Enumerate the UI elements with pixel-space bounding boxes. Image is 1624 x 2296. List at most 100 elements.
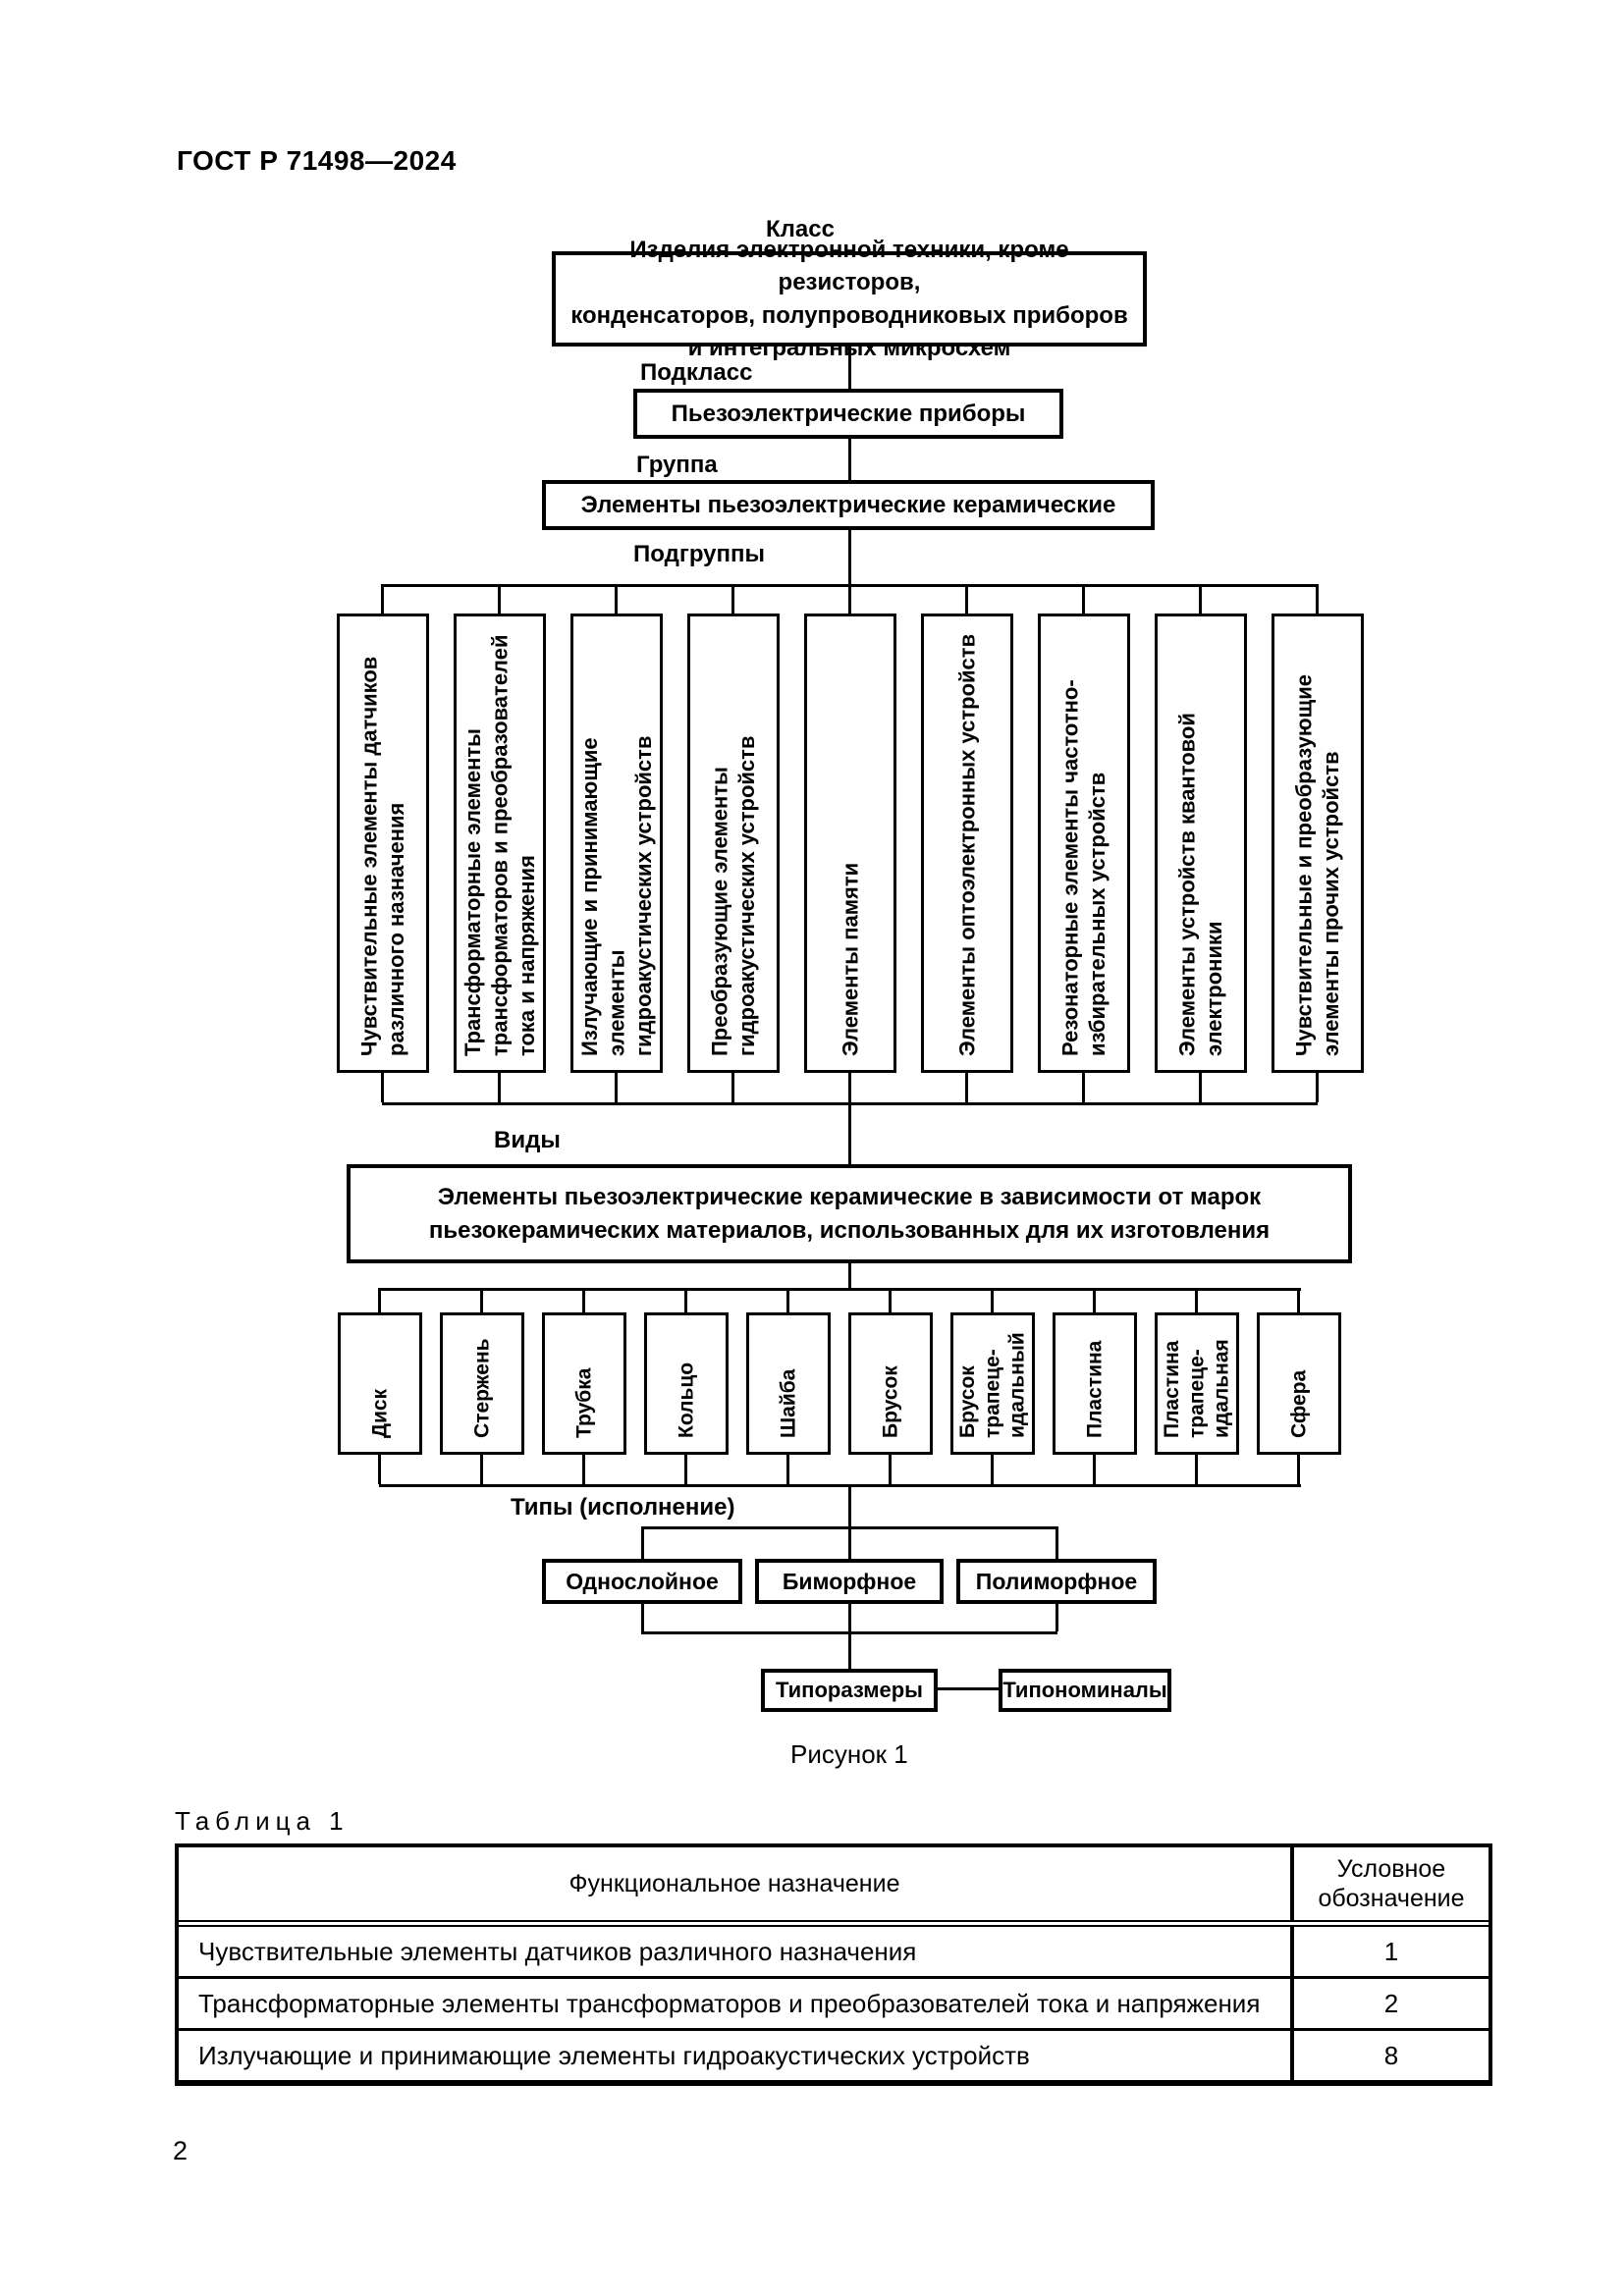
table-caption: Таблица 1: [175, 1806, 350, 1836]
connector: [641, 1526, 644, 1559]
connector: [731, 584, 734, 614]
connector: [582, 1288, 585, 1312]
shape-box: Трубка: [542, 1312, 626, 1455]
standard-number: ГОСТ Р 71498—2024: [177, 145, 457, 176]
connector: [991, 1288, 994, 1312]
subgroup-label: Преобразующие элементы гидроакустических…: [707, 735, 760, 1056]
type-box: Однослойное: [542, 1559, 742, 1604]
shape-box: Стержень: [440, 1312, 524, 1455]
connector: [889, 1288, 892, 1312]
connector: [1297, 1455, 1300, 1484]
kinds-box: Элементы пьезоэлектрические керамические…: [347, 1164, 1352, 1263]
connector: [1056, 1526, 1058, 1559]
connector: [848, 1604, 851, 1631]
shape-box: Пластина трапеце- идальная: [1155, 1312, 1239, 1455]
table-row: Чувствительные элементы датчиков различн…: [179, 1927, 1489, 1976]
table-1: Функциональное назначение Условное обозн…: [175, 1843, 1492, 2086]
shape-label: Кольцо: [675, 1362, 698, 1438]
connector: [615, 584, 618, 614]
subgroup-box: Чувствительные и преобразующие элементы …: [1272, 614, 1364, 1073]
subgroup-label: Излучающие и принимающие элементы гидроа…: [576, 735, 656, 1056]
subgroup-label: Чувствительные элементы датчиков различн…: [356, 656, 409, 1056]
connector: [381, 1073, 384, 1102]
subgroup-box: Чувствительные элементы датчиков различн…: [337, 614, 429, 1073]
subgroup-box: Преобразующие элементы гидроакустических…: [687, 614, 780, 1073]
connector: [498, 1073, 501, 1102]
connector: [1316, 1073, 1319, 1102]
types-level-label: Типы (исполнение): [511, 1494, 735, 1521]
table-header-function: Функциональное назначение: [568, 1870, 900, 1897]
connector-bus: [641, 1526, 1057, 1529]
subgroup-box: Элементы оптоэлектронных устройств: [921, 614, 1013, 1073]
shape-box: Шайба: [746, 1312, 831, 1455]
connector: [498, 584, 501, 614]
connector: [1199, 1073, 1202, 1102]
shape-label: Шайба: [777, 1368, 800, 1438]
connector: [1316, 584, 1319, 614]
connector: [684, 1455, 687, 1484]
connector: [381, 584, 384, 614]
function-cell: Чувствительные элементы датчиков различн…: [198, 1936, 917, 1966]
connector: [848, 347, 851, 389]
connector: [1093, 1455, 1096, 1484]
connector: [378, 1455, 381, 1484]
connector: [1195, 1288, 1198, 1312]
group-box: Элементы пьезоэлектрические керамические: [542, 480, 1155, 530]
shape-box: Кольцо: [644, 1312, 729, 1455]
connector-bus: [379, 1288, 1301, 1291]
connector: [582, 1455, 585, 1484]
shape-label: Стержень: [470, 1338, 494, 1438]
nominals-box: Типономиналы: [999, 1669, 1171, 1712]
connector: [786, 1455, 789, 1484]
connector: [1195, 1455, 1198, 1484]
table-header-row: Функциональное назначение Условное обозн…: [179, 1847, 1489, 1922]
subgroup-box: Излучающие и принимающие элементы гидроа…: [570, 614, 663, 1073]
sizes-box: Типоразмеры: [761, 1669, 938, 1712]
group-level-label: Группа: [636, 452, 718, 478]
table-header-code: Условное обозначение: [1290, 1847, 1489, 1920]
class-level-label: Класс: [766, 216, 835, 242]
subgroup-label: Элементы памяти: [838, 862, 863, 1056]
type-box: Полиморфное: [956, 1559, 1157, 1604]
connector: [848, 584, 851, 614]
connector-bus: [379, 1484, 1301, 1487]
connector: [641, 1604, 644, 1631]
function-cell: Излучающие и принимающие элементы гидроа…: [198, 2040, 1030, 2070]
subgroup-box: Трансформаторные элементы трансформаторо…: [454, 614, 546, 1073]
connector: [1297, 1288, 1300, 1312]
connector: [1056, 1604, 1058, 1631]
subgroup-label: Трансформаторные элементы трансформаторо…: [460, 634, 539, 1057]
subgroup-label: Элементы оптоэлектронных устройств: [954, 633, 980, 1056]
subgroup-box: Элементы устройств квантовой электроники: [1155, 614, 1247, 1073]
connector: [1082, 584, 1085, 614]
connector: [684, 1288, 687, 1312]
table-row: Излучающие и принимающие элементы гидроа…: [179, 2028, 1489, 2080]
subgroups-level-label: Подгруппы: [633, 541, 766, 567]
connector: [848, 1102, 851, 1164]
connector: [848, 530, 851, 586]
kinds-level-label: Виды: [494, 1127, 561, 1153]
code-cell: 2: [1290, 1979, 1489, 2028]
connector: [480, 1455, 483, 1484]
connector: [848, 1073, 851, 1102]
code-cell: 8: [1290, 2031, 1489, 2080]
connector: [848, 439, 851, 480]
subgroup-label: Резонаторные элементы частотно- избирате…: [1057, 679, 1110, 1056]
connector: [1199, 584, 1202, 614]
connector: [965, 584, 968, 614]
connector: [615, 1073, 618, 1102]
subgroup-box: Резонаторные элементы частотно- избирате…: [1038, 614, 1130, 1073]
connector: [1093, 1288, 1096, 1312]
subgroup-box: Элементы памяти: [804, 614, 896, 1073]
connector: [848, 1263, 851, 1291]
type-box: Биморфное: [755, 1559, 944, 1604]
shape-label: Пластина: [1083, 1340, 1107, 1438]
double-rule: [179, 1922, 1489, 1927]
table-row: Трансформаторные элементы трансформаторо…: [179, 1976, 1489, 2028]
connector: [965, 1073, 968, 1102]
connector: [1082, 1073, 1085, 1102]
code-cell: 1: [1290, 1927, 1489, 1976]
connector: [378, 1288, 381, 1312]
connector: [848, 1484, 851, 1559]
shape-box: Брусок трапеце- идальный: [950, 1312, 1035, 1455]
